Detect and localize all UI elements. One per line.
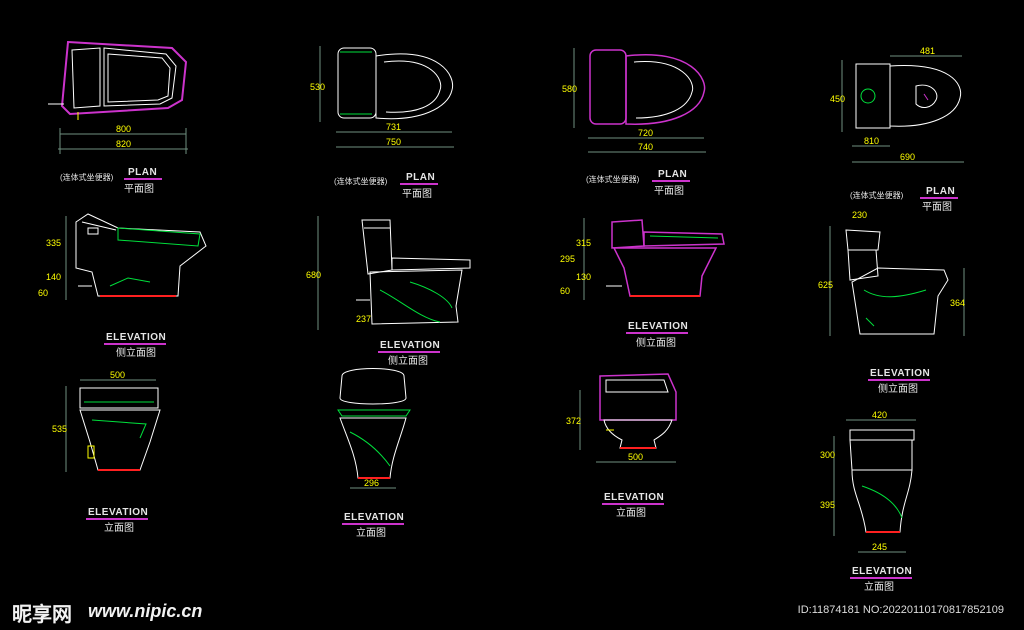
plan-zh-1: 平面图	[124, 184, 154, 195]
elevation-underline-s4	[868, 379, 930, 381]
note-2: (连体式坐便器)	[334, 177, 388, 186]
front-zh-4: 立面图	[864, 582, 894, 593]
plan-view-2: 530 731 750	[310, 46, 454, 148]
plan-underline-3	[652, 180, 690, 182]
dim-f1-h: 535	[52, 424, 67, 434]
side-elevation-4: 230 625 364	[818, 210, 965, 336]
front-elevation-1: 500 535	[52, 370, 161, 472]
plan-label-2: PLAN	[406, 172, 436, 183]
side-elevation-3: 295 315 130 60	[560, 218, 725, 300]
elevation-label-s3: ELEVATION	[628, 321, 689, 332]
plan-underline-4	[920, 197, 958, 199]
dim-f4-top: 420	[872, 410, 887, 420]
dim-s1-h3: 60	[38, 288, 48, 298]
elevation-underline-s3	[626, 332, 688, 334]
dim-p3-w2: 740	[638, 142, 653, 152]
dim-p4-h: 450	[830, 94, 845, 104]
side-zh-3: 侧立面图	[636, 338, 676, 349]
plan-zh-2: 平面图	[402, 189, 432, 200]
side-elevation-2: 680 237	[306, 216, 471, 330]
dim-f1-top: 500	[110, 370, 125, 380]
elevation-underline-s1	[104, 343, 166, 345]
front-zh-1: 立面图	[104, 523, 134, 534]
front-zh-2: 立面图	[356, 528, 386, 539]
elevation-label-s4: ELEVATION	[870, 368, 931, 379]
dim-f3-h: 372	[566, 416, 581, 426]
dim-p3-w1: 720	[638, 128, 653, 138]
plan-view-3: 580 720 740	[562, 48, 706, 153]
dim-f3-bottom: 500	[628, 452, 643, 462]
elevation-label-f4: ELEVATION	[852, 566, 913, 577]
elevation-underline-f4	[850, 577, 912, 579]
elevation-label-f3: ELEVATION	[604, 492, 665, 503]
front-zh-3: 立面图	[616, 508, 646, 519]
elevation-underline-f3	[602, 503, 664, 505]
dim-p4-w2: 690	[900, 152, 915, 162]
dim-p3-h: 580	[562, 84, 577, 94]
dim-p1-w2: 820	[116, 139, 131, 149]
dim-s3-h4: 60	[560, 286, 570, 296]
watermark-url: www.nipic.cn	[88, 601, 203, 621]
watermark-logo: 昵享网	[12, 602, 72, 626]
dim-s4-h2: 364	[950, 298, 965, 308]
dim-s4-top: 230	[852, 210, 867, 220]
elevation-label-f1: ELEVATION	[88, 507, 149, 518]
dim-s2-h2: 237	[356, 314, 371, 324]
dim-s3-h2: 315	[576, 238, 591, 248]
dim-p2-h: 530	[310, 82, 325, 92]
side-zh-4: 侧立面图	[878, 384, 918, 395]
front-elevation-2: 296	[337, 368, 411, 489]
dim-p2-w2: 750	[386, 137, 401, 147]
plan-zh-4: 平面图	[922, 202, 952, 213]
plan-underline-2	[400, 183, 438, 185]
dim-f2-bottom: 296	[364, 478, 379, 488]
dim-s3-h1: 295	[560, 254, 575, 264]
elevation-label-s2: ELEVATION	[380, 340, 441, 351]
dim-p1-w1: 800	[116, 124, 131, 134]
watermark-id: ID:11874181 NO:20220110170817852109	[797, 604, 1004, 616]
front-elevation-3: 372 500	[566, 373, 677, 463]
plan-zh-3: 平面图	[654, 186, 684, 197]
side-zh-2: 侧立面图	[388, 356, 428, 367]
note-1: (连体式坐便器)	[60, 173, 114, 182]
front-elevation-4: 420 300 395 245	[820, 410, 916, 553]
elevation-label-f2: ELEVATION	[344, 512, 405, 523]
plan-view-4: 481 450 810 690	[830, 46, 964, 163]
plan-label-1: PLAN	[128, 167, 158, 178]
plan-view-1: 800 820	[48, 40, 188, 154]
elevation-label-s1: ELEVATION	[106, 332, 167, 343]
note-3: (连体式坐便器)	[586, 175, 640, 184]
plan-underline-1	[124, 178, 162, 180]
elevation-underline-f1	[86, 518, 148, 520]
side-zh-1: 侧立面图	[116, 348, 156, 359]
dim-s1-h2: 140	[46, 272, 61, 282]
elevation-underline-s2	[378, 351, 440, 353]
dim-p4-w1: 810	[864, 136, 879, 146]
dim-s2-h1: 680	[306, 270, 321, 280]
dim-s1-h1: 335	[46, 238, 61, 248]
dim-f4-h1: 300	[820, 450, 835, 460]
dim-s3-h3: 130	[576, 272, 591, 282]
note-4: (连体式坐便器)	[850, 191, 904, 200]
dim-s4-h1: 625	[818, 280, 833, 290]
dim-p4-top: 481	[920, 46, 935, 56]
plan-label-4: PLAN	[926, 186, 956, 197]
plan-label-3: PLAN	[658, 169, 688, 180]
dim-p2-w1: 731	[386, 122, 401, 132]
elevation-underline-f2	[342, 523, 404, 525]
dim-f4-bottom: 245	[872, 542, 887, 552]
dim-f4-h2: 395	[820, 500, 835, 510]
side-elevation-1: 335 140 60	[38, 213, 207, 300]
